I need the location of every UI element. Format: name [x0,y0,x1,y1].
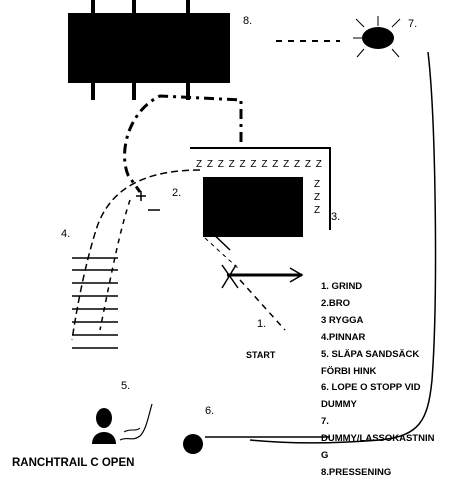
legend-item: 7. [321,416,329,428]
obstacle-number-3: 3. [331,211,341,223]
start-label: START [246,350,276,360]
zigzag-side-3: Z [314,205,321,216]
legend-item: 1. GRIND [321,281,363,292]
dummy-6-icon [183,434,203,454]
obstacle-number-2: 2. [172,187,182,199]
obstacle-number-1: 1. [257,318,267,330]
legend-item: FÖRBI HINK [321,365,377,377]
backup-box-outline [190,147,331,230]
obstacle-number-8: 8. [243,15,253,27]
dummy-7-icon [353,16,401,58]
bridge-obstacle [203,177,303,237]
pinnar-curve [71,169,201,341]
legend-item: 8.PRESSENING [321,466,392,478]
legend-item: 6. LOPE O STOPP VID [321,382,421,394]
obstacle-number-5: 5. [121,380,131,392]
dashdot-path [123,94,243,193]
legend-item: 3 RYGGA [321,314,364,326]
legend-item: G [321,450,329,462]
course-title: RANCHTRAIL C OPEN [12,457,135,469]
obstacle-number-6: 6. [205,405,215,417]
obstacle-number-7: 7. [408,18,418,30]
legend-item: 5. SLÄPA SANDSÄCK [321,348,420,360]
legend-item: 4.PINNAR [321,331,366,343]
legend-item: DUMMY/LASSOKASTNIN [321,433,435,445]
legend-item: DUMMY [321,399,357,411]
zigzag-side-1: Z [314,179,321,190]
inner-curve [99,199,131,331]
legend: 1. GRIND 2.BRO 3 RYGGA 4.PINNAR 5. SLÄPA… [321,279,461,482]
zigzag-side-2: Z [314,192,321,203]
bridge-arrow-mark [136,191,146,201]
zigzag-row: Z Z Z Z Z Z Z Z Z Z Z Z [196,159,323,170]
obstacle-number-4: 4. [61,228,71,240]
legend-item: 2.BRO [321,297,351,309]
sandbag-figure [92,403,153,444]
gate-obstacle [204,237,304,331]
bridge-exit-line [206,227,231,251]
right-path-line [249,51,437,444]
poles-obstacle [72,257,118,349]
tarp-obstacle [68,0,230,100]
